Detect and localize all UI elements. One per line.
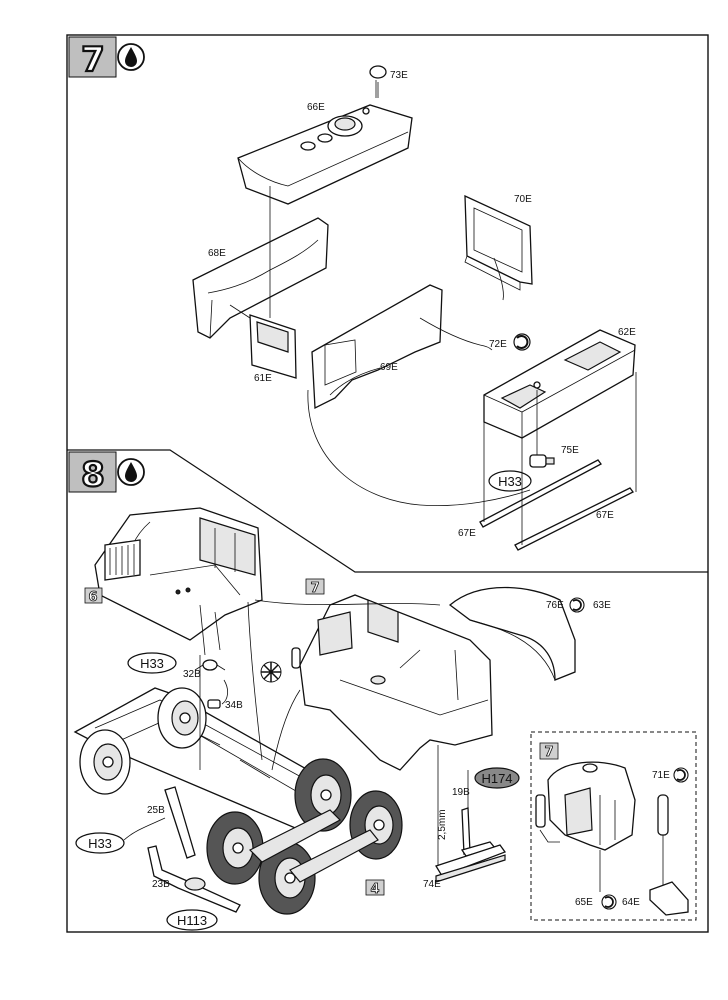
part-64E-step <box>649 881 689 916</box>
step-7-header: 7 <box>68 36 145 81</box>
part-34B <box>207 699 221 709</box>
label-66E: 66E <box>307 102 325 113</box>
label-34B: 34B <box>225 700 243 711</box>
paint-H174-oval: H174 <box>474 767 520 789</box>
label-63E: 63E <box>593 600 611 611</box>
svg-text:H174: H174 <box>481 771 512 786</box>
step-7-guides <box>229 82 637 545</box>
svg-text:4: 4 <box>370 882 379 897</box>
front-wheel-right <box>157 687 207 749</box>
label-32B: 32B <box>183 669 201 680</box>
label-2-5mm: 2,5mm <box>437 809 448 840</box>
part-70E-frame <box>464 194 533 291</box>
paint-H33-oval: H33 <box>488 470 532 492</box>
step-8-guide-cab <box>199 604 228 705</box>
part-75E-valve <box>529 454 555 468</box>
cab-assembly <box>94 507 263 641</box>
inset-ref-7-box: 7 <box>539 742 559 760</box>
step-8-guide-ladder <box>437 745 469 866</box>
part-25B-tube <box>164 786 196 859</box>
chrome-paint-icon <box>569 597 585 613</box>
label-23B: 23B <box>152 879 170 890</box>
part-69E-side <box>311 284 443 410</box>
gas-cylinder <box>291 647 301 669</box>
part-76E-roof <box>448 586 576 681</box>
step-8-guide-25b <box>123 817 166 841</box>
front-wheel-left <box>79 729 131 795</box>
paint-H33-oval: H33 <box>127 652 177 674</box>
svg-text:7: 7 <box>544 745 553 760</box>
part-73E-cap <box>369 65 387 98</box>
part-67E-rods <box>479 459 634 551</box>
inset-cab-detail <box>535 761 636 851</box>
ref-7-box: 7 <box>305 578 325 596</box>
glue-drop-icon <box>117 458 145 486</box>
step-separator <box>67 449 708 573</box>
label-19B: 19B <box>452 787 470 798</box>
part-66E-roof <box>237 104 413 205</box>
svg-text:H33: H33 <box>140 656 164 671</box>
chrome-paint-icon <box>601 894 617 910</box>
svg-text:H33: H33 <box>498 474 522 489</box>
label-72E: 72E <box>489 339 507 350</box>
rear-wheel-3 <box>206 811 264 885</box>
rear-axle <box>248 809 379 883</box>
label-71E: 71E <box>652 770 670 781</box>
svg-text:H33: H33 <box>88 836 112 851</box>
label-65E: 65E <box>575 897 593 908</box>
label-61E: 61E <box>254 373 272 384</box>
step-8-guides <box>199 599 441 771</box>
step-8-header: 8 <box>68 451 145 496</box>
part-23B-exhaust <box>147 845 241 913</box>
paint-H113-oval: H113 <box>166 909 218 931</box>
part-74E-step <box>435 844 507 883</box>
label-64E: 64E <box>622 897 640 908</box>
part-71E-cylinder <box>657 794 669 888</box>
step-8-number: 8 <box>81 455 105 495</box>
chrome-paint-icon <box>513 333 531 351</box>
label-25B: 25B <box>147 805 165 816</box>
label-76E: 76E <box>546 600 564 611</box>
inset-frame <box>530 731 697 921</box>
part-32B <box>194 659 226 671</box>
label-69E: 69E <box>380 362 398 373</box>
rear-body-assembly <box>299 594 493 771</box>
glue-drop-icon <box>117 43 145 71</box>
label-75E: 75E <box>561 445 579 456</box>
svg-text:6: 6 <box>88 590 97 605</box>
ref-6-box: 6 <box>84 587 103 605</box>
label-70E: 70E <box>514 194 532 205</box>
part-72E-wire <box>419 317 493 351</box>
ref-4-box: 4 <box>365 879 385 897</box>
cab-door-star-icon <box>260 661 282 683</box>
label-67E-right: 67E <box>596 510 614 521</box>
chrome-paint-icon <box>673 767 689 783</box>
step-7-number: 7 <box>81 40 105 80</box>
label-62E: 62E <box>618 327 636 338</box>
svg-text:H113: H113 <box>177 913 207 928</box>
rear-wheel-1 <box>294 758 352 832</box>
paint-H33-oval: H33 <box>75 832 125 854</box>
label-67E-left: 67E <box>458 528 476 539</box>
page-frame <box>66 34 709 933</box>
label-73E: 73E <box>390 70 408 81</box>
svg-text:7: 7 <box>310 581 319 596</box>
label-74E: 74E <box>423 879 441 890</box>
label-68E: 68E <box>208 248 226 259</box>
part-68E-side <box>192 217 329 339</box>
part-61E-door <box>249 314 297 379</box>
